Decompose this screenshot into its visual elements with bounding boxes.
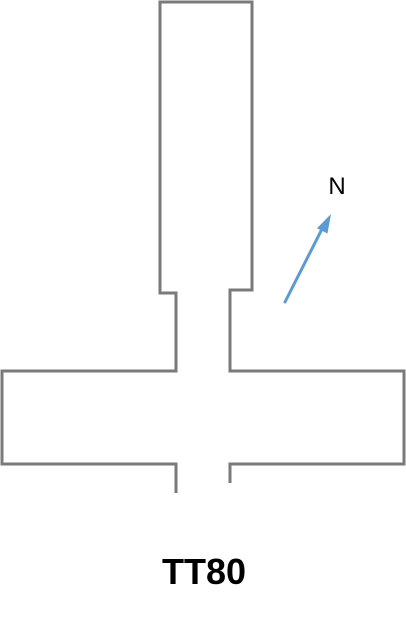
north-arrow-icon [283, 214, 331, 304]
north-arrow-head [317, 214, 331, 234]
tomb-outline-left [0, 0, 205, 493]
north-label: N [328, 173, 345, 200]
diagram-title: TT80 [162, 551, 246, 592]
tomb-outline-right [205, 0, 406, 483]
north-arrow-shaft [283, 225, 325, 304]
